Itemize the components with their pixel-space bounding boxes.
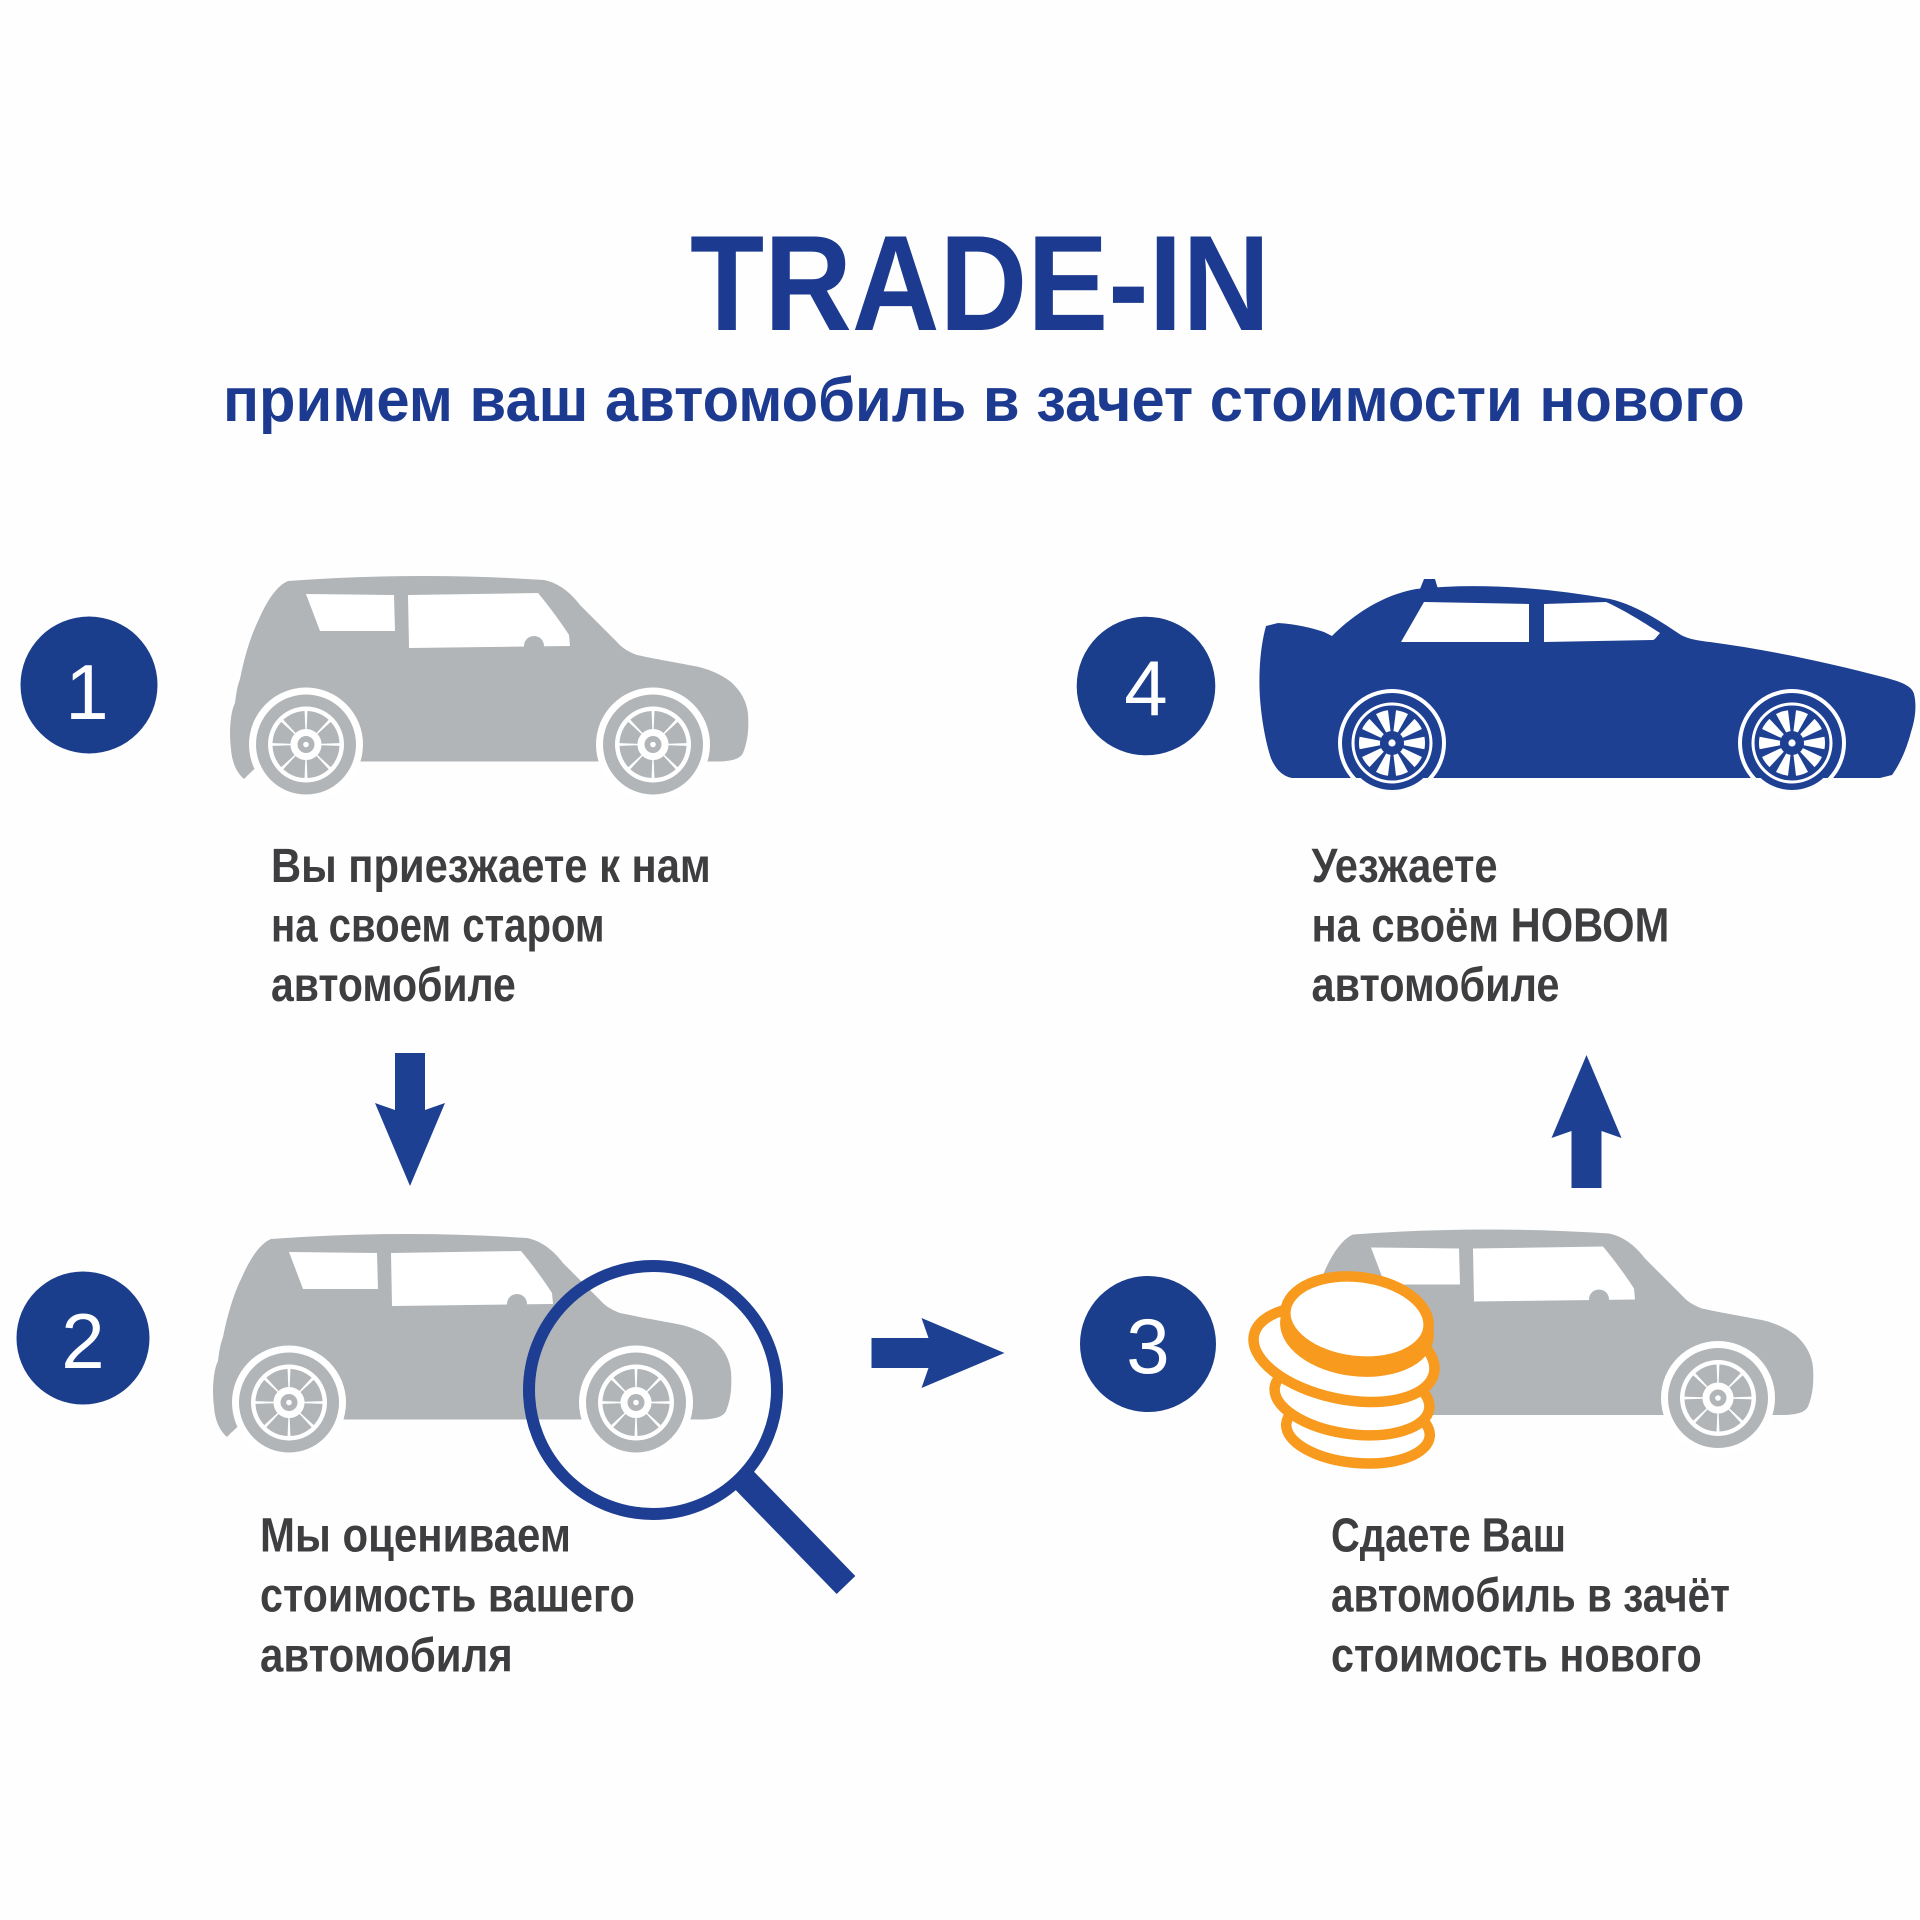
svg-text:Мы оцениваем: Мы оцениваем xyxy=(260,1508,571,1562)
svg-text:на своём НОВОМ: на своём НОВОМ xyxy=(1312,898,1670,952)
svg-text:автомобиле: автомобиле xyxy=(271,959,516,1012)
svg-text:3: 3 xyxy=(1126,1302,1169,1390)
svg-text:стоимость вашего: стоимость вашего xyxy=(260,1569,635,1623)
svg-text:Вы приезжаете к нам: Вы приезжаете к нам xyxy=(271,838,711,892)
svg-text:Уезжаете: Уезжаете xyxy=(1312,838,1498,892)
svg-text:автомобиля: автомобиля xyxy=(260,1628,513,1682)
svg-text:автомобиле: автомобиле xyxy=(1312,957,1560,1012)
svg-text:4: 4 xyxy=(1124,644,1167,732)
svg-text:TRADE-IN: TRADE-IN xyxy=(690,208,1270,360)
svg-text:примем ваш автомобиль в зачет: примем ваш автомобиль в зачет стоимости … xyxy=(223,365,1745,434)
svg-text:стоимость нового: стоимость нового xyxy=(1331,1629,1702,1683)
svg-text:1: 1 xyxy=(65,648,108,736)
svg-text:автомобиль в зачёт: автомобиль в зачёт xyxy=(1331,1569,1730,1622)
svg-text:на своем старом: на своем старом xyxy=(271,899,605,952)
svg-text:2: 2 xyxy=(61,1297,104,1385)
svg-text:Сдаете Ваш: Сдаете Ваш xyxy=(1331,1509,1566,1562)
